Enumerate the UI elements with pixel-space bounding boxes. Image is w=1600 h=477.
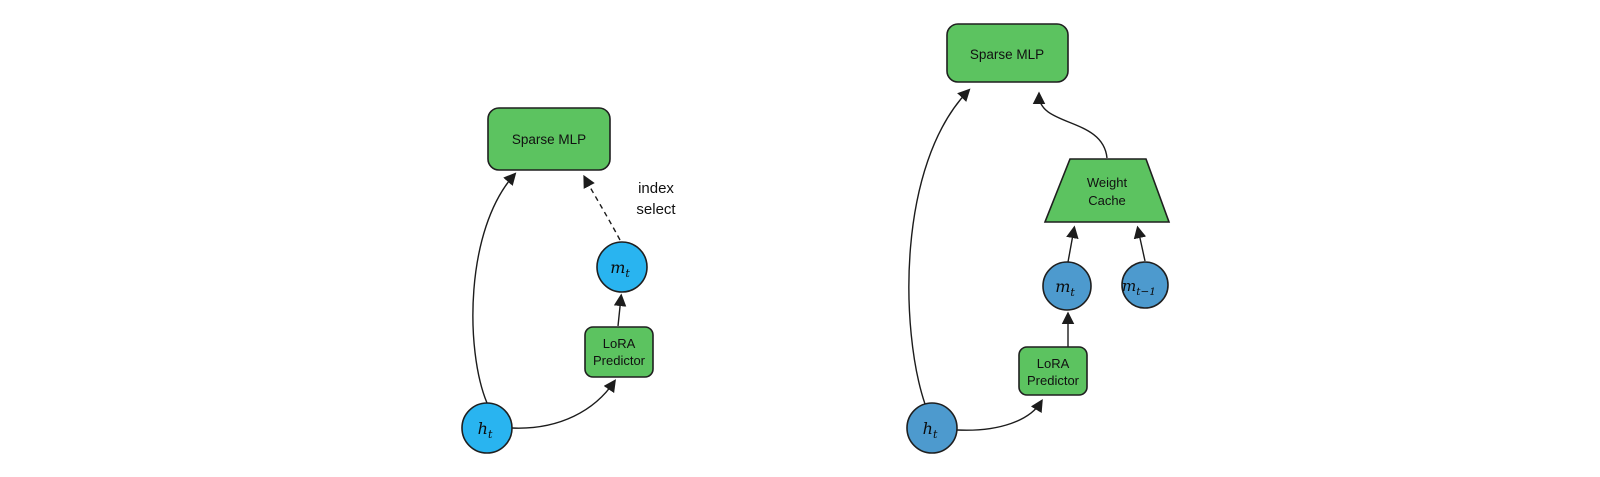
ht-node bbox=[906, 402, 958, 454]
ht-label: ht bbox=[923, 419, 938, 441]
mt-label-sub: t bbox=[1070, 286, 1075, 299]
edge-mt-to-sparse-mlp-index-select-dashed bbox=[583, 174, 621, 241]
diagram-right-weight-cache: Sparse MLP Weight Cache LoRA Predictor m… bbox=[906, 23, 1171, 454]
edge-ht-to-sparse-mlp bbox=[472, 172, 517, 404]
ht-label-sub: t bbox=[488, 428, 493, 441]
mt-minus-1-label-sub: t−1 bbox=[1136, 286, 1156, 298]
diagram-left-lora-index-select: Sparse MLP LoRA Predictor index select m… bbox=[461, 107, 676, 454]
mt-label: mt bbox=[1055, 277, 1075, 299]
edge-mt-minus-1-to-weight-cache bbox=[1133, 225, 1147, 262]
weight-cache-label-line2: Cache bbox=[1088, 193, 1126, 208]
sparse-mlp-label: Sparse MLP bbox=[512, 132, 586, 147]
mt-label-base: m bbox=[1055, 277, 1070, 296]
edge-lora-predictor-to-mt bbox=[613, 293, 627, 327]
edge-ht-to-sparse-mlp bbox=[908, 88, 971, 405]
ht-node bbox=[461, 402, 513, 454]
edge-weight-cache-to-sparse-mlp bbox=[1032, 91, 1108, 159]
lora-predictor-label-line1: LoRA bbox=[1037, 356, 1070, 371]
index-select-annotation-line2: select bbox=[636, 201, 676, 218]
mt-minus-1-label: mt−1 bbox=[1122, 277, 1156, 298]
ht-label-base: h bbox=[478, 419, 488, 438]
lora-predictor-label-line2: Predictor bbox=[1027, 373, 1080, 388]
ht-label: ht bbox=[478, 419, 493, 441]
index-select-annotation-line1: index bbox=[638, 180, 674, 197]
edge-ht-to-lora-predictor bbox=[511, 379, 616, 429]
edge-ht-to-lora-predictor bbox=[956, 399, 1043, 431]
mt-minus-1-label-base: m bbox=[1122, 277, 1136, 295]
ht-label-sub: t bbox=[933, 428, 938, 441]
weight-cache-label-line1: Weight bbox=[1087, 175, 1128, 190]
sparse-mlp-node bbox=[946, 23, 1069, 83]
mt-label: mt bbox=[610, 258, 630, 280]
weight-cache-node bbox=[1043, 158, 1171, 223]
lora-predictor-label-line2: Predictor bbox=[593, 353, 646, 368]
lora-predictor-node bbox=[584, 326, 654, 378]
mt-minus-1-node bbox=[1121, 261, 1169, 309]
sparse-mlp-node bbox=[487, 107, 611, 171]
ht-label-base: h bbox=[923, 419, 933, 438]
lora-predictor-node bbox=[1018, 346, 1088, 396]
mt-label-sub: t bbox=[625, 267, 630, 280]
sparse-mlp-label: Sparse MLP bbox=[970, 47, 1044, 62]
edge-mt-to-weight-cache bbox=[1066, 225, 1079, 263]
mt-label-base: m bbox=[610, 258, 625, 277]
lora-predictor-label-line1: LoRA bbox=[603, 336, 636, 351]
mt-node bbox=[596, 241, 648, 293]
mt-node bbox=[1042, 261, 1092, 311]
